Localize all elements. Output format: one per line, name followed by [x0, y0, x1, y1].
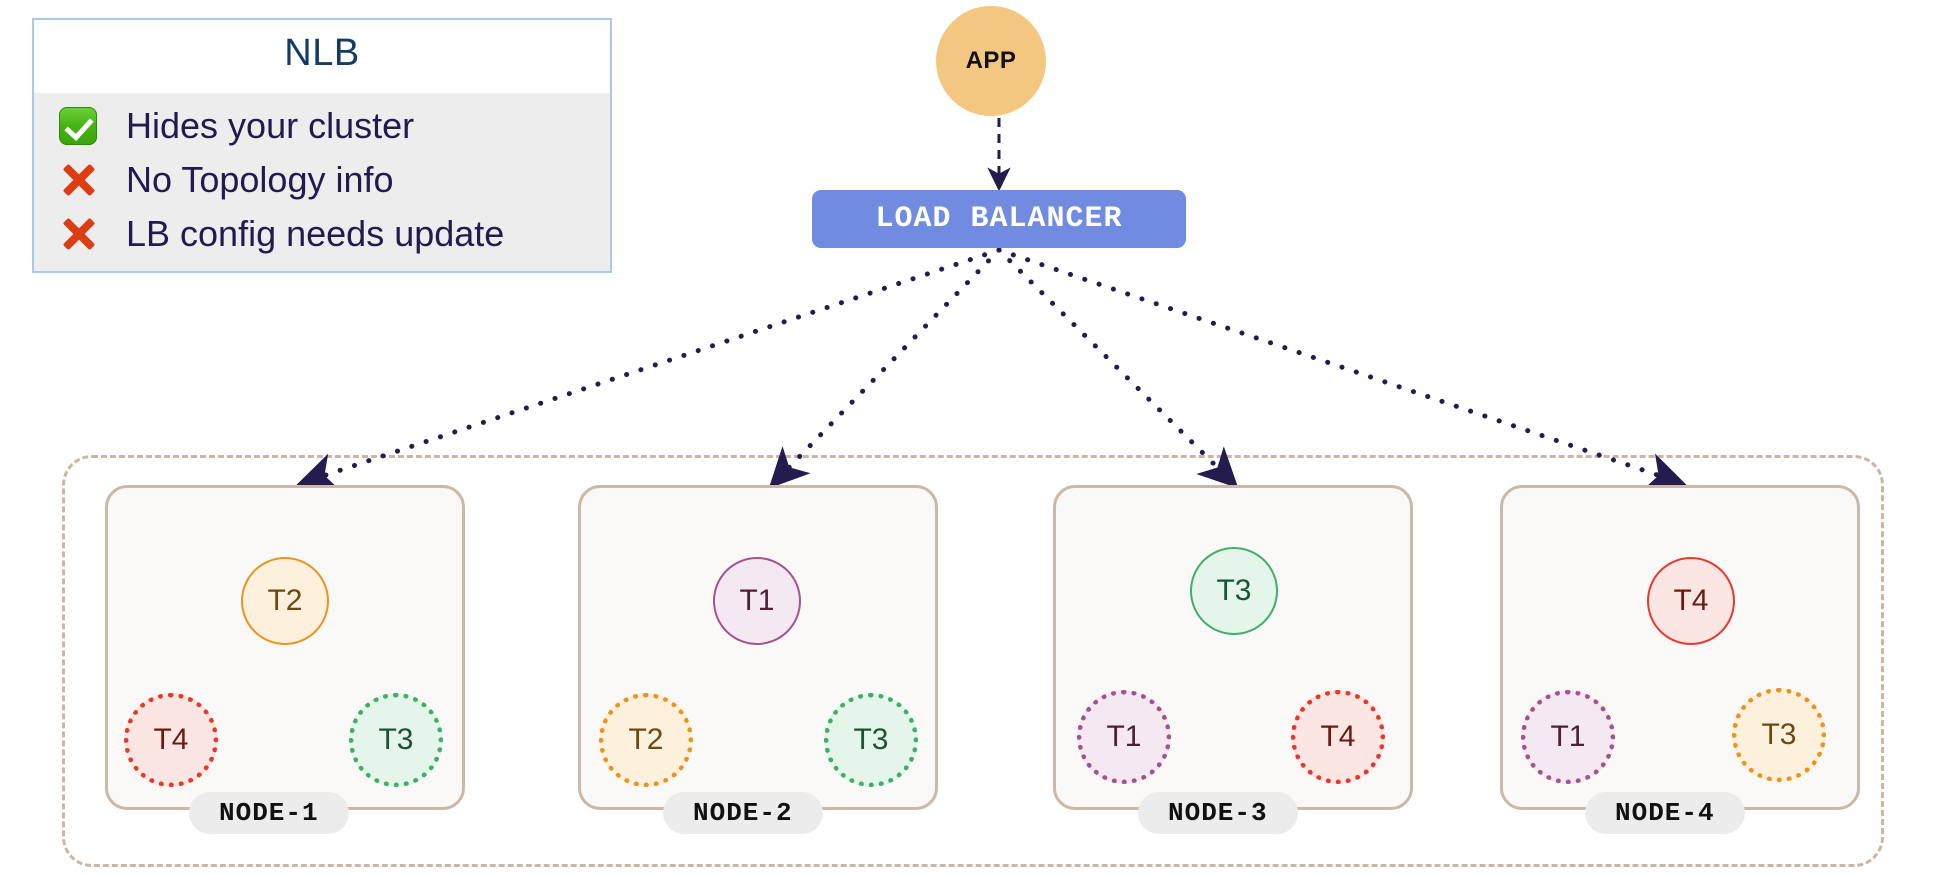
shard-replica-node-3-left: T1 — [1077, 690, 1171, 784]
shard-primary-node-2: T1 — [713, 557, 801, 645]
shard-label: T2 — [267, 584, 303, 617]
page-title: NLB — [34, 20, 610, 93]
shard-replica-node-2-right: T3 — [824, 693, 918, 787]
node-name: NODE-1 — [219, 798, 319, 828]
legend-item: LB config needs update — [34, 207, 610, 261]
shard-primary-node-4: T4 — [1647, 557, 1735, 645]
edge-lb-to-node-3 — [996, 247, 1239, 489]
check-icon — [56, 104, 100, 148]
shard-label: T1 — [1106, 720, 1142, 753]
node-label-pill-2: NODE-2 — [663, 792, 823, 834]
legend-item-label: Hides your cluster — [126, 105, 415, 146]
shard-label: T4 — [153, 723, 189, 756]
edge-lb-to-node-2 — [768, 247, 1002, 489]
shard-label: T4 — [1320, 720, 1356, 753]
edge-lb-to-node-4 — [996, 247, 1687, 491]
node-label-pill-4: NODE-4 — [1585, 792, 1745, 834]
cross-icon — [56, 212, 100, 256]
node-label-pill-3: NODE-3 — [1138, 792, 1298, 834]
legend-item: Hides your cluster — [34, 99, 610, 153]
shard-replica-node-1-right: T3 — [349, 693, 443, 787]
legend-item-label: No Topology info — [126, 159, 394, 200]
cross-icon — [56, 158, 100, 202]
shard-replica-node-3-right: T4 — [1291, 690, 1385, 784]
shard-label: T3 — [1216, 574, 1252, 607]
legend-item: No Topology info — [34, 153, 610, 207]
app-node: APP — [936, 6, 1046, 116]
app-node-label: APP — [965, 47, 1017, 74]
edge-lb-to-node-1 — [296, 247, 1002, 491]
nlb-legend-card: NLB Hides your cluster No Topology info … — [32, 18, 612, 273]
shard-replica-node-4-right: T3 — [1732, 688, 1826, 782]
shard-label: T3 — [1761, 718, 1797, 751]
shard-primary-node-1: T2 — [241, 557, 329, 645]
load-balancer-node: LOAD BALANCER — [812, 190, 1186, 248]
shard-label: T3 — [853, 723, 889, 756]
node-name: NODE-3 — [1168, 798, 1268, 828]
shard-primary-node-3: T3 — [1190, 547, 1278, 635]
shard-replica-node-1-left: T4 — [124, 693, 218, 787]
shard-replica-node-2-left: T2 — [599, 693, 693, 787]
shard-label: T1 — [1550, 720, 1586, 753]
node-name: NODE-4 — [1615, 798, 1715, 828]
shard-label: T4 — [1673, 584, 1709, 617]
shard-replica-node-4-left: T1 — [1521, 690, 1615, 784]
legend-item-label: LB config needs update — [126, 213, 505, 254]
shard-label: T3 — [378, 723, 414, 756]
legend-list: Hides your cluster No Topology info LB c… — [34, 93, 610, 271]
load-balancer-label: LOAD BALANCER — [875, 202, 1123, 236]
shard-label: T1 — [739, 584, 775, 617]
shard-label: T2 — [628, 723, 664, 756]
node-name: NODE-2 — [693, 798, 793, 828]
node-label-pill-1: NODE-1 — [189, 792, 349, 834]
